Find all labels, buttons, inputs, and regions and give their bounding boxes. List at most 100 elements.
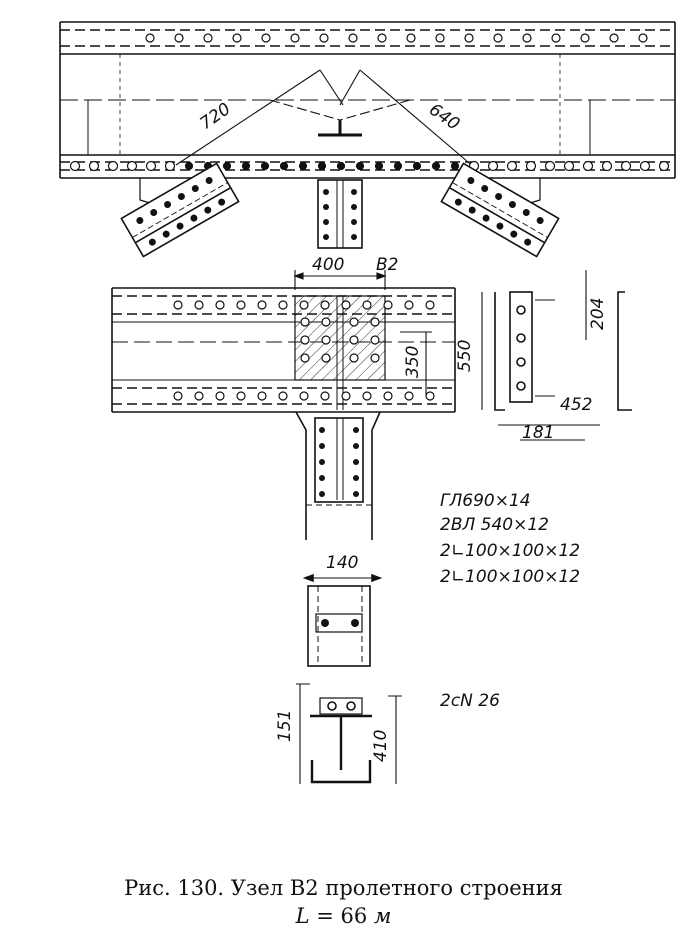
- bolt-solid: [353, 443, 359, 449]
- dim-400-label: 400: [312, 255, 344, 275]
- bolt-solid: [205, 176, 213, 184]
- bolt-hollow: [164, 160, 176, 172]
- bolt-solid: [351, 219, 357, 225]
- bolt-solid: [164, 200, 172, 208]
- bolt-solid: [353, 427, 359, 433]
- spec-angles-1: 2∟100×100×12: [440, 541, 580, 561]
- bolt-hollow: [406, 33, 416, 43]
- bolt-solid: [317, 161, 327, 171]
- bolt-hollow: [194, 391, 204, 401]
- caption-span-L: L: [295, 904, 310, 928]
- bolt-hollow: [349, 317, 359, 327]
- bolt-hollow: [173, 391, 183, 401]
- bolt-solid: [496, 222, 504, 230]
- bolt-solid: [353, 459, 359, 465]
- bolt-solid: [508, 200, 516, 208]
- bolt-solid: [481, 184, 489, 192]
- bolt-solid: [204, 206, 212, 214]
- bolt-solid: [468, 206, 476, 214]
- bolt-hollow: [362, 391, 372, 401]
- dim-350-label: 350: [403, 346, 423, 378]
- bolt-solid: [450, 161, 460, 171]
- bolt-hollow: [341, 391, 351, 401]
- bolt-hollow: [506, 160, 518, 172]
- bolt-solid: [319, 491, 325, 497]
- dim-181-label: 181: [522, 423, 554, 443]
- bolt-hollow: [319, 33, 329, 43]
- bolt-hollow: [107, 160, 119, 172]
- lower-chord-bolt-row: [69, 160, 670, 172]
- bolt-hollow: [320, 391, 330, 401]
- bolt-solid: [241, 161, 251, 171]
- bolt-solid: [323, 204, 329, 210]
- bolt-hollow: [464, 33, 474, 43]
- bolt-solid: [162, 230, 170, 238]
- bolt-hollow: [300, 353, 310, 363]
- bolt-hollow: [88, 160, 100, 172]
- lower-vertical-member: [295, 411, 381, 540]
- bolt-hollow: [257, 391, 267, 401]
- bolt-solid: [454, 198, 462, 206]
- bolt-solid: [351, 189, 357, 195]
- bolt-solid: [176, 222, 184, 230]
- bolt-hollow: [299, 391, 309, 401]
- bolt-solid: [319, 443, 325, 449]
- bolt-solid: [336, 161, 346, 171]
- bolt-solid: [351, 204, 357, 210]
- bolt-solid: [191, 184, 199, 192]
- bolt-solid: [184, 161, 194, 171]
- bolt-hollow: [257, 300, 267, 310]
- bolt-hollow: [194, 300, 204, 310]
- bolt-hollow: [173, 300, 183, 310]
- bolt-solid: [298, 161, 308, 171]
- bolt-solid: [222, 161, 232, 171]
- bolt-solid: [353, 475, 359, 481]
- dim-140-label: 140: [326, 553, 358, 573]
- bolt-solid: [351, 234, 357, 240]
- bolt-hollow: [544, 160, 556, 172]
- bolt-solid: [323, 189, 329, 195]
- caption-span-unit: м: [373, 904, 392, 928]
- bolt-hollow: [609, 33, 619, 43]
- caption-span-eq: = 66: [309, 904, 374, 928]
- bolt-hollow: [493, 33, 503, 43]
- bolt-solid: [524, 238, 532, 246]
- bolt-hollow: [349, 335, 359, 345]
- bolt-hollow: [174, 33, 184, 43]
- bolt-solid: [374, 161, 384, 171]
- bolt-hollow: [404, 391, 414, 401]
- bolt-hollow: [236, 391, 246, 401]
- dim-640-label: 640: [425, 100, 463, 135]
- bolt-hollow: [290, 33, 300, 43]
- bolt-hollow: [299, 300, 309, 310]
- bolt-solid: [353, 491, 359, 497]
- bolt-hollow: [215, 300, 225, 310]
- bolt-hollow: [404, 300, 414, 310]
- node-b2-view: [111, 287, 456, 413]
- bolt-hollow: [370, 335, 380, 345]
- bolt-hollow: [425, 391, 435, 401]
- bolt-solid: [323, 234, 329, 240]
- bolt-hollow: [601, 160, 613, 172]
- bolt-hollow: [321, 335, 331, 345]
- top-vertical-member: [317, 179, 363, 249]
- bolt-hollow: [145, 33, 155, 43]
- bolt-hollow: [435, 33, 445, 43]
- dimension-lines-diagonal: [175, 69, 476, 169]
- bolt-hollow: [300, 335, 310, 345]
- dim-550-label: 550: [455, 340, 475, 372]
- strut-section-view: [302, 573, 383, 667]
- spec-channels: 2cN 26: [440, 691, 500, 711]
- bolt-solid: [319, 459, 325, 465]
- right-side-section: [481, 270, 632, 441]
- bolt-solid: [319, 475, 325, 481]
- top-chord-bolt-row: [145, 33, 648, 43]
- bolt-hollow: [278, 391, 288, 401]
- dim-151-label: 151: [275, 710, 295, 742]
- bolt-hollow: [370, 317, 380, 327]
- bolt-solid: [136, 216, 144, 224]
- spec-vertical-plates: 2ВЛ 540×12: [440, 515, 549, 535]
- bolt-hollow: [522, 33, 532, 43]
- spec-gusset-plate: ГЛ690×14: [440, 491, 531, 511]
- bolt-hollow: [370, 353, 380, 363]
